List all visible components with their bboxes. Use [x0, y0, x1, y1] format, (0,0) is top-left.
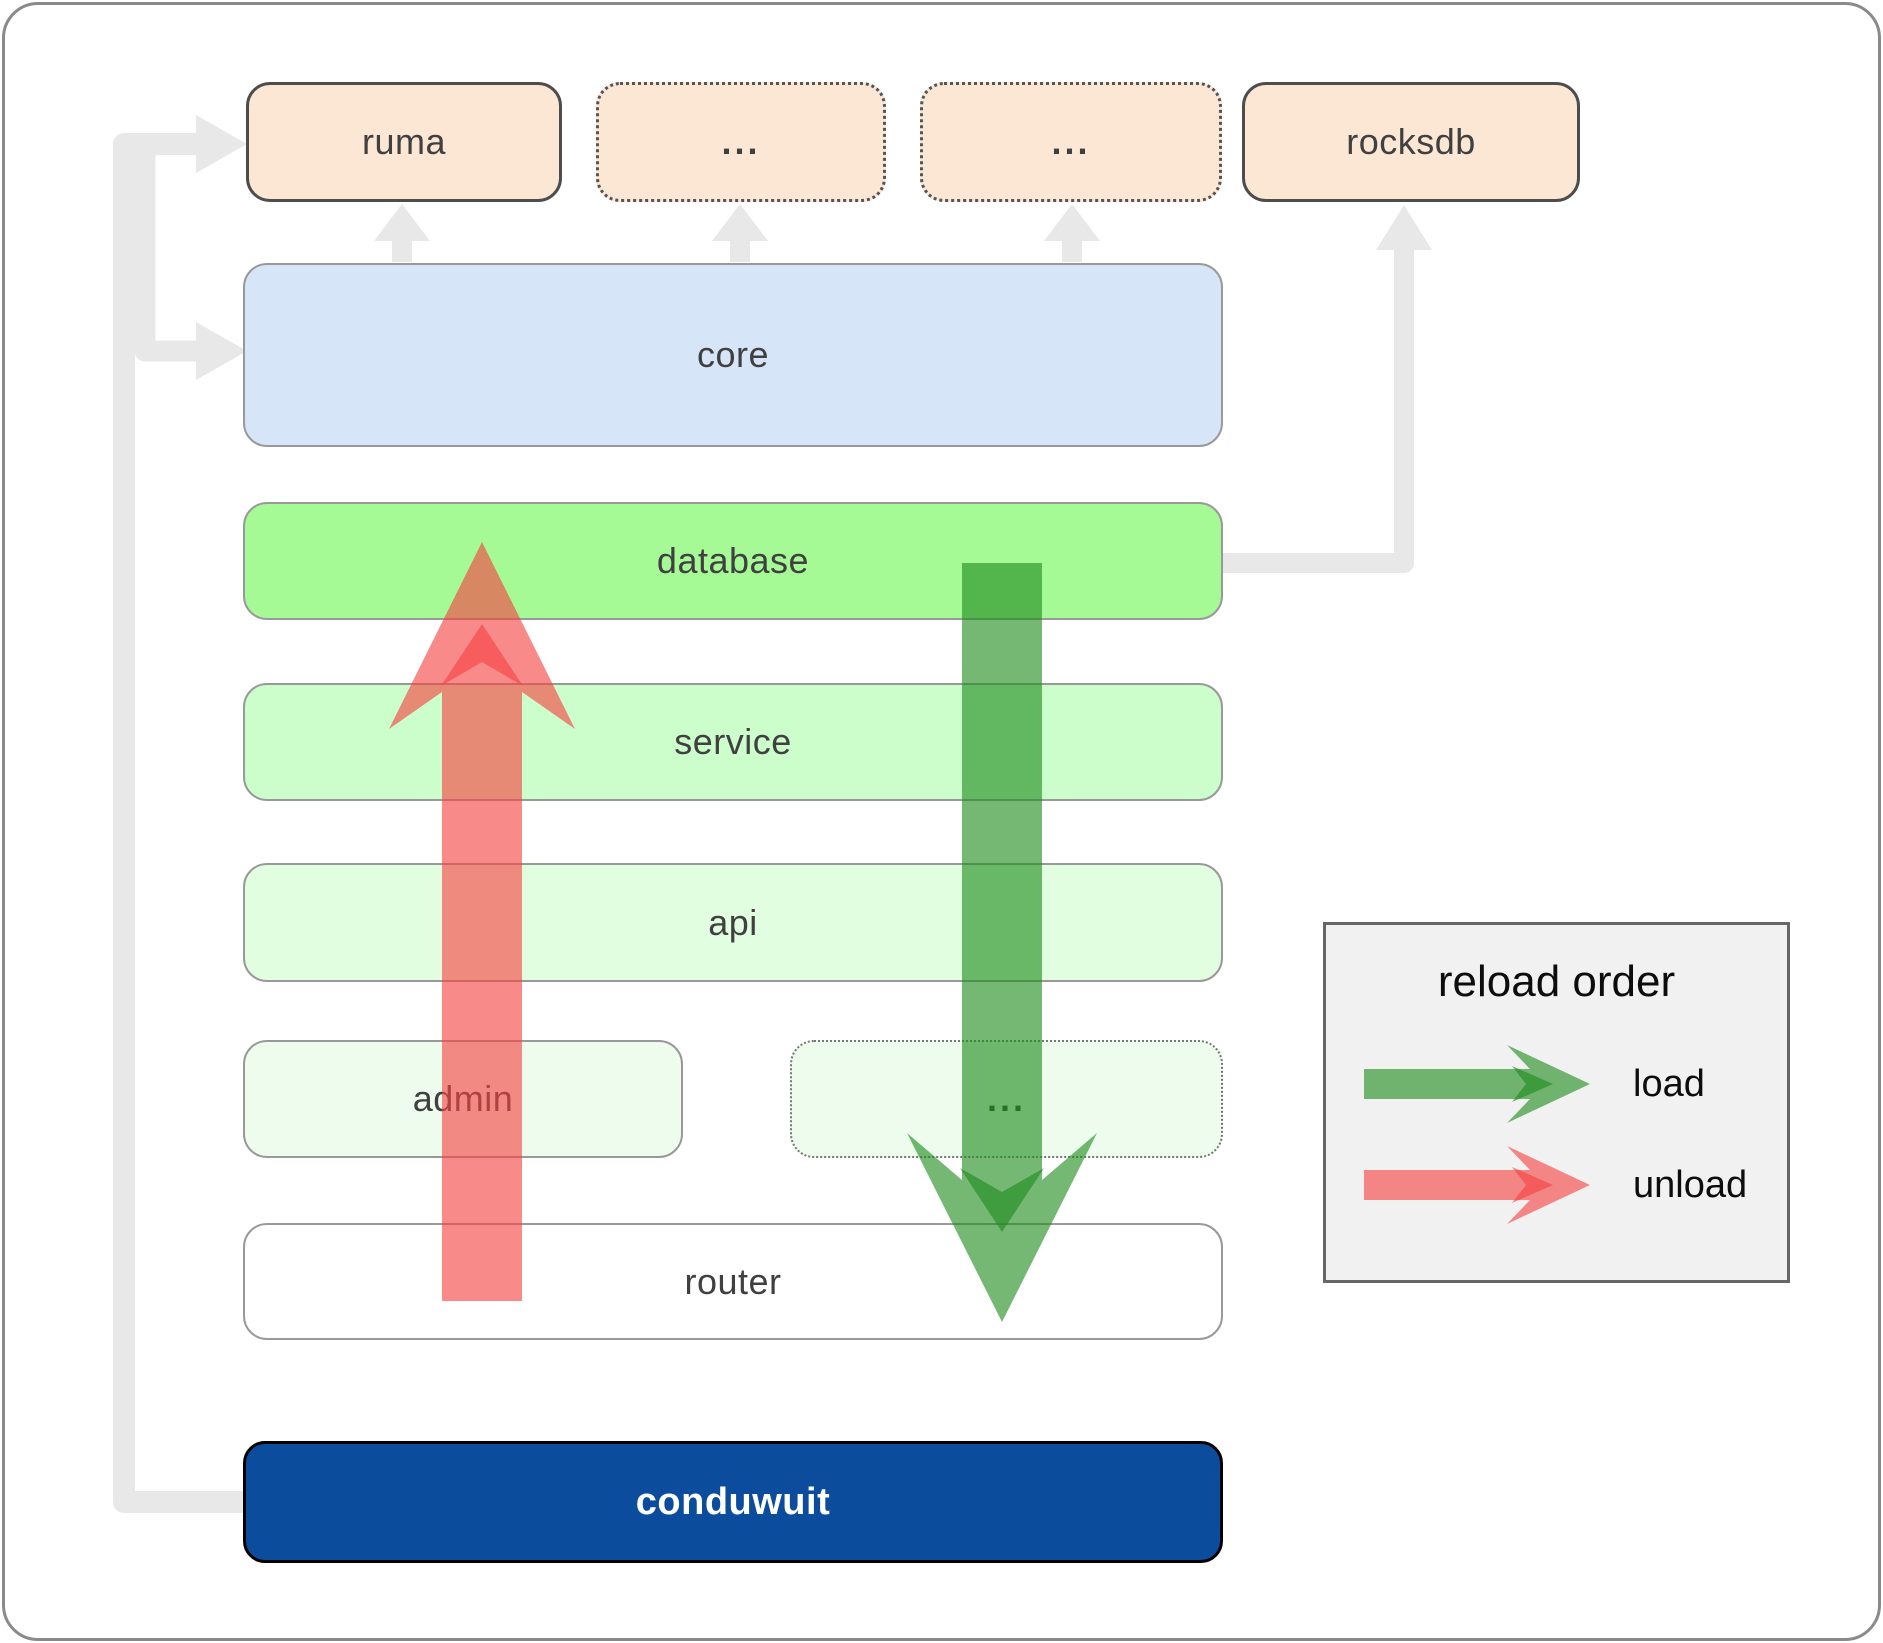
arrowhead-into-rocksdb — [1376, 205, 1432, 250]
node-rocksdb: rocksdb — [1242, 82, 1580, 202]
arrowhead-up — [374, 204, 430, 241]
node-conduwuit-label: conduwuit — [635, 1480, 831, 1523]
connector-database-to-rocksdb — [1223, 205, 1432, 573]
node-api: api — [243, 863, 1223, 982]
connector-core-to-ellipsis-1 — [712, 204, 768, 262]
connector-core-to-ruma — [374, 204, 430, 262]
node-service-label: service — [674, 721, 792, 762]
arrowhead-up — [712, 204, 768, 241]
node-rocksdb-label: rocksdb — [1346, 121, 1476, 162]
connector-conduwuit-to-core — [134, 150, 247, 380]
node-ellipsis-3-label: ... — [986, 1078, 1026, 1119]
node-database-label: database — [656, 540, 810, 581]
node-api-label: api — [708, 901, 758, 943]
legend-load-label: load — [1633, 1063, 1705, 1105]
node-conduwuit: conduwuit — [243, 1441, 1223, 1563]
node-core-label: core — [696, 334, 770, 375]
node-ellipsis-2: ... — [920, 82, 1222, 202]
node-router-label: router — [684, 1260, 782, 1302]
arrowhead-into-ruma — [196, 115, 247, 173]
node-router: router — [243, 1223, 1223, 1340]
node-ruma: ruma — [246, 82, 562, 202]
node-ellipsis-2-label: ... — [1051, 121, 1091, 162]
legend-unload-label: unload — [1633, 1164, 1748, 1206]
node-service: service — [243, 683, 1223, 801]
node-ellipsis-1: ... — [596, 82, 886, 202]
node-admin-label: admin — [412, 1078, 514, 1119]
node-ellipsis-3: ... — [790, 1040, 1223, 1158]
node-database: database — [243, 502, 1223, 620]
node-ruma-label: ruma — [361, 121, 447, 162]
arrowhead-up — [1044, 204, 1100, 241]
node-admin: admin — [243, 1040, 683, 1158]
node-core: core — [243, 263, 1223, 447]
connector-core-to-ellipsis-2 — [1044, 204, 1100, 262]
legend-reload-order: reload order load unload — [1323, 922, 1790, 1283]
unload-arrowhead-marker — [441, 624, 523, 686]
legend-title: reload order — [1437, 957, 1676, 1006]
node-ellipsis-1-label: ... — [721, 121, 761, 162]
arrowhead-into-core — [196, 322, 247, 380]
connector-conduwuit-to-ruma — [113, 115, 247, 1513]
